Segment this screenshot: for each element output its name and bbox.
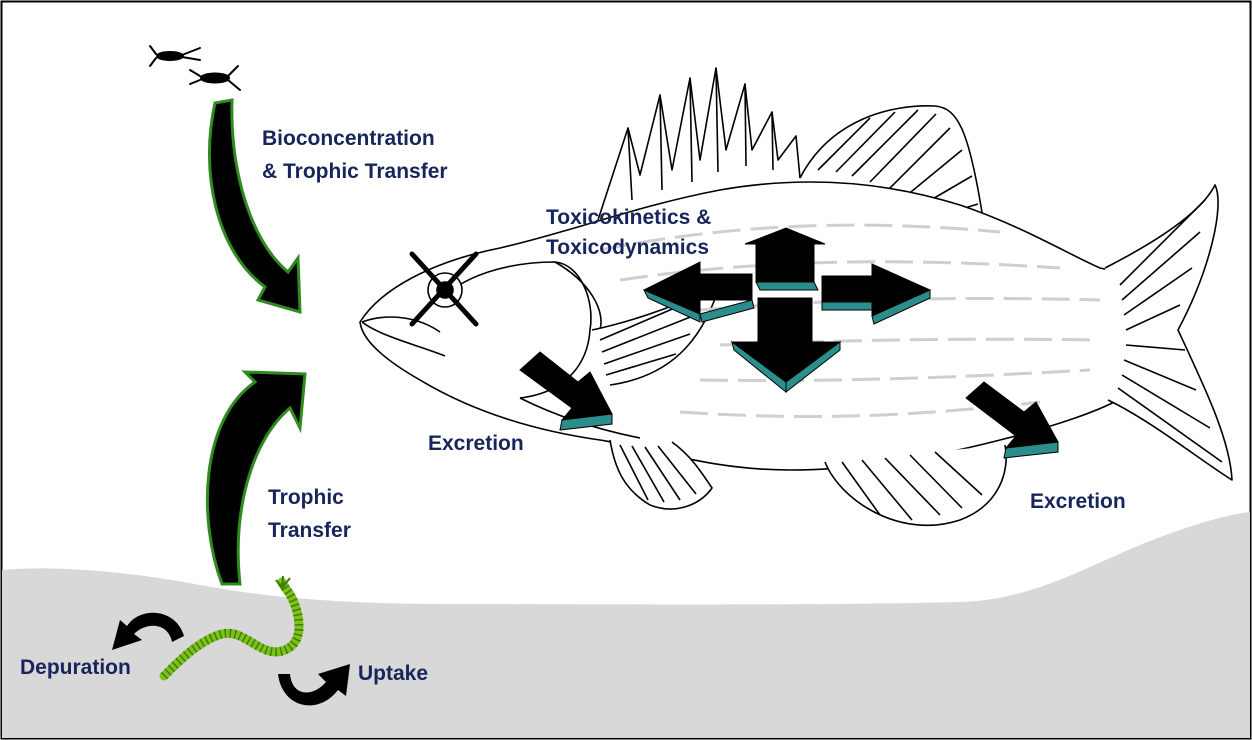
label-depuration: Depuration [20, 656, 131, 679]
label-toxicokinetics-2: Toxicodynamics [546, 236, 709, 259]
label-excretion-vent: Excretion [1030, 490, 1126, 513]
label-bioconcentration-1: Bioconcentration [262, 127, 435, 150]
label-trophic-1: Trophic [268, 486, 344, 509]
label-bioconcentration-2: & Trophic Transfer [262, 160, 448, 183]
label-trophic-2: Transfer [268, 519, 351, 542]
label-uptake: Uptake [358, 662, 428, 685]
label-toxicokinetics-1: Toxicokinetics & [546, 206, 711, 229]
label-excretion-gill: Excretion [428, 432, 524, 455]
